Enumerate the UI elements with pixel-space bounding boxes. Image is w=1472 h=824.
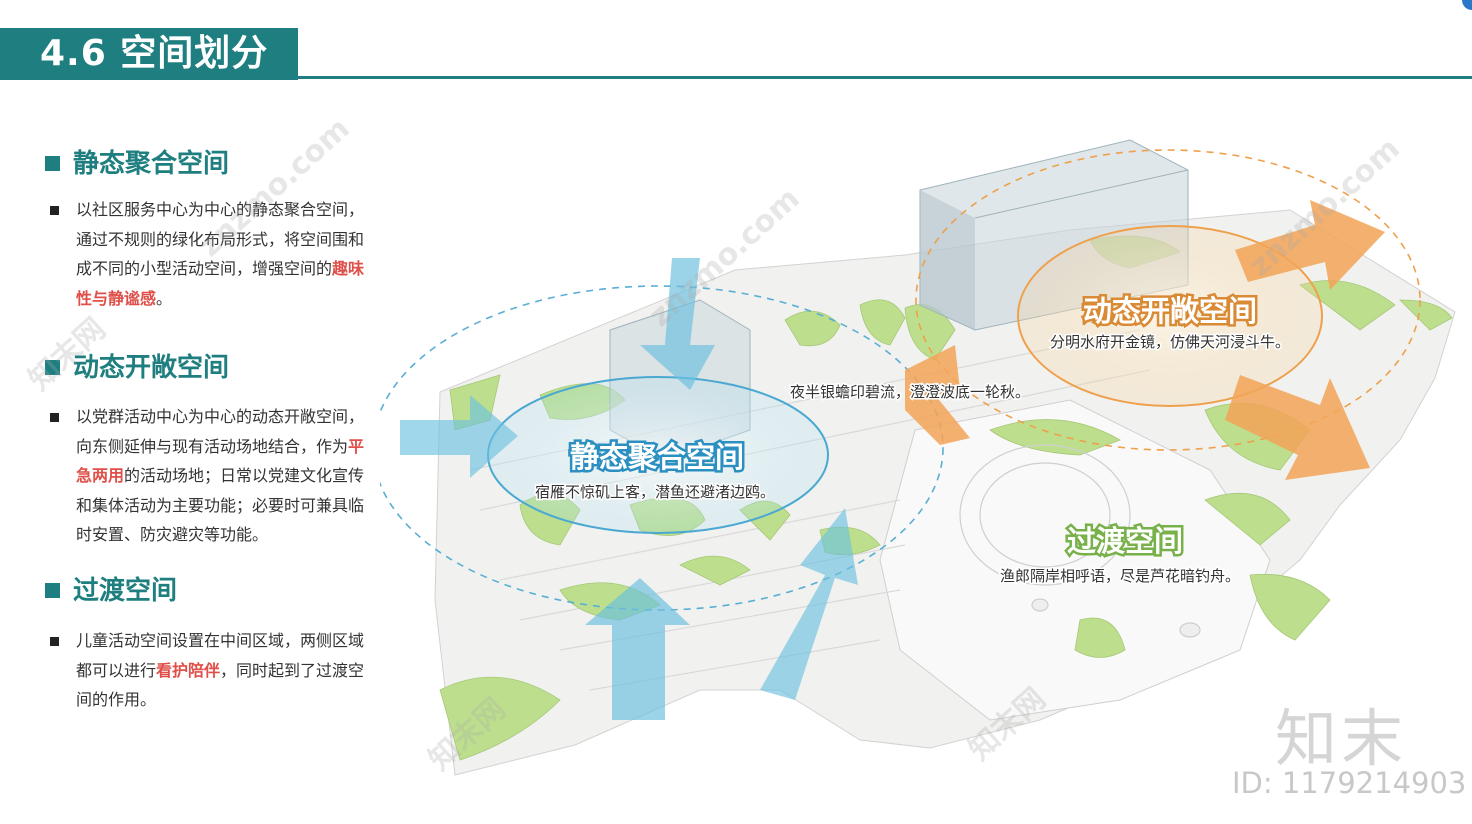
highlight-text: 看护陪伴 <box>156 660 221 680</box>
brand-watermark: 知末 <box>1275 702 1408 775</box>
zone-title-static: 静态聚合空间 <box>570 440 744 474</box>
title-bar <box>0 28 298 80</box>
square-bullet-icon <box>45 583 60 598</box>
page-title: 4.6 空间划分 <box>40 33 269 74</box>
playground-circle <box>959 444 1201 638</box>
zone-labels: 静态聚合空间 宿雁不惊矶上客，潜鱼还避渚边鸥。 动态开敞空间 分明水府开金镜，仿… <box>533 292 1291 587</box>
highlight-text: 平急两用 <box>76 436 365 486</box>
corner-marker <box>1462 0 1472 10</box>
square-bullet-icon <box>50 413 59 422</box>
square-bullet-icon <box>45 360 60 375</box>
site-plan-diagram: 静态聚合空间 宿雁不惊矶上客，潜鱼还避渚边鸥。 动态开敞空间 分明水府开金镜，仿… <box>380 139 1456 776</box>
section-body-dynamic: 以党群活动中心为中心的动态开敞空间，向东侧延伸与现有活动场地结合，作为平急两用的… <box>50 402 378 550</box>
title-rule <box>298 76 1472 79</box>
square-bullet-icon <box>45 156 60 171</box>
section-heading-dynamic: 动态开敞空间 <box>45 352 229 384</box>
section-body-transition: 儿童活动空间设置在中间区域，两侧区域都可以进行看护陪伴，同时起到了过渡空间的作用… <box>50 626 378 715</box>
orange-arrows <box>905 200 1385 480</box>
section-body-static: 以社区服务中心为中心的静态聚合空间，通过不规则的绿化布局形式，将空间围和成不同的… <box>50 195 378 313</box>
zone-title-dynamic: 动态开敞空间 <box>1083 294 1257 328</box>
blue-arrows <box>400 258 858 720</box>
dynamic-zone-outline <box>915 149 1421 451</box>
zone-poem-dynamic: 分明水府开金镜，仿佛天河浸斗牛。 <box>1050 333 1290 351</box>
highlight-text: 趣味性与静谧感 <box>76 259 365 308</box>
site-plaza <box>879 399 1271 721</box>
center-poem: 夜半银蟾印碧流，澄澄波底一轮秋。 <box>790 383 1030 401</box>
zone-title-transition: 过渡空间 <box>1067 524 1183 558</box>
section-heading-static: 静态聚合空间 <box>45 148 229 180</box>
zone-poem-transition: 渔郎隔岸相呼语，尽是芦花暗钓舟。 <box>1000 567 1240 585</box>
section-heading-transition: 过渡空间 <box>45 575 177 607</box>
zone-poem-static: 宿雁不惊矶上客，潜鱼还避渚边鸥。 <box>535 483 775 501</box>
square-bullet-icon <box>50 206 59 215</box>
square-bullet-icon <box>50 637 59 646</box>
image-id-label: ID: 1179214903 <box>1232 766 1467 800</box>
